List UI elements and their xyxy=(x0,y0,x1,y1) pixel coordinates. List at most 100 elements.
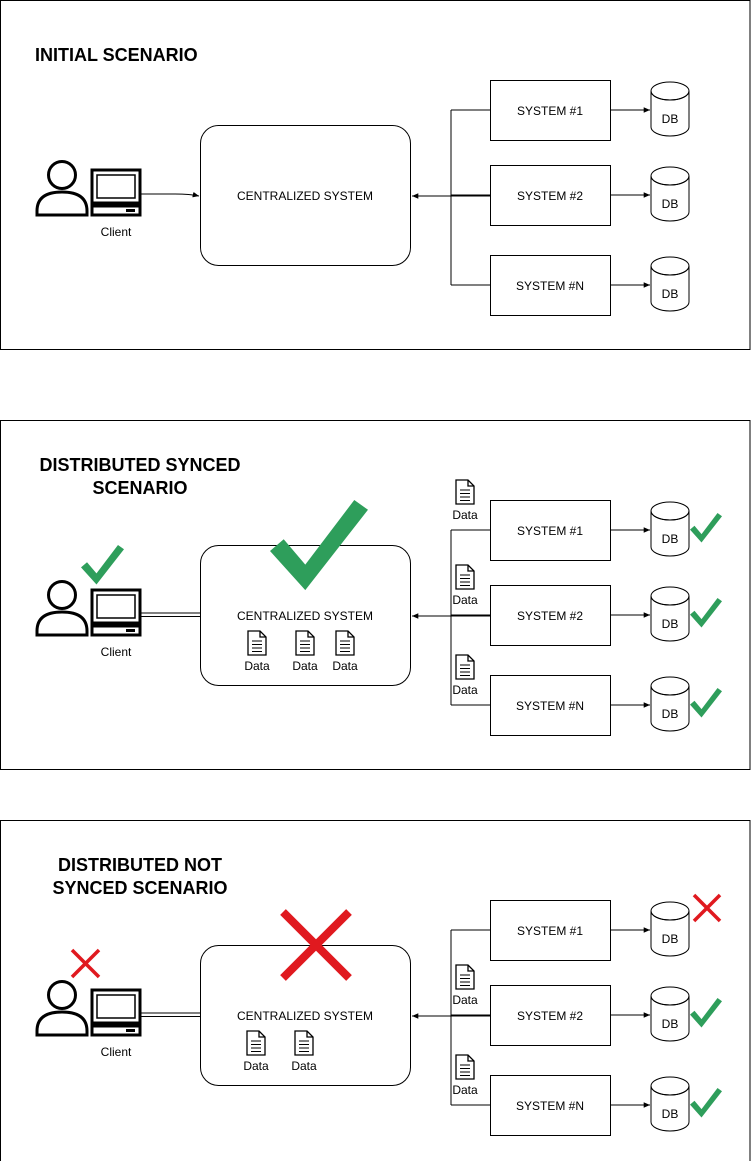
cross-stroke-icon xyxy=(70,948,101,979)
system-box-2[interactable] xyxy=(490,985,611,1046)
document-icon xyxy=(246,1030,266,1056)
centralized-system-label: CENTRALIZED SYSTEM xyxy=(237,189,373,203)
database-body-icon xyxy=(650,996,690,1042)
client-label: Client xyxy=(101,645,132,659)
system-row: SYSTEM #2 DB xyxy=(451,165,690,226)
monitor-screen-icon xyxy=(96,174,136,199)
person-body-icon xyxy=(35,610,89,637)
client-icon xyxy=(35,580,142,637)
database-label: DB xyxy=(662,1017,679,1031)
database-rim-icon xyxy=(650,685,690,696)
database-icon xyxy=(650,986,690,1042)
person-head-icon xyxy=(47,580,77,610)
check-icon xyxy=(81,545,124,585)
document-fold-icon xyxy=(347,631,354,638)
document-fold-icon xyxy=(306,1031,313,1038)
system-label: SYSTEM #1 xyxy=(517,524,583,538)
system-label: SYSTEM #N xyxy=(516,699,584,713)
system-label: SYSTEM #2 xyxy=(517,189,583,203)
document-fold-icon xyxy=(258,1031,265,1038)
document-fold-icon xyxy=(467,1055,474,1062)
scenario-panel: DISTRIBUTED SYNCEDSCENARIOClientCENTRALI… xyxy=(0,420,751,770)
panel-title: SCENARIO xyxy=(92,478,187,498)
database-body-icon xyxy=(650,91,690,137)
document-fold-icon xyxy=(307,631,314,638)
database-icon xyxy=(650,81,690,137)
system-label: SYSTEM #2 xyxy=(517,609,583,623)
monitor-screen-icon xyxy=(96,994,136,1019)
database-rim-icon xyxy=(650,1085,690,1096)
system-row: SYSTEM #1DB xyxy=(451,80,690,141)
client-label: Client xyxy=(101,1045,132,1059)
database-label: DB xyxy=(662,617,679,631)
cross-stroke-icon xyxy=(692,893,722,923)
database-rim-icon xyxy=(650,995,690,1006)
document-label: Data xyxy=(452,1083,478,1097)
document-label: Data xyxy=(291,1059,317,1073)
computer-drive-icon xyxy=(126,1029,135,1032)
database-rim-icon xyxy=(650,175,690,186)
database-label: DB xyxy=(662,1107,679,1121)
check-icon xyxy=(690,998,722,1028)
system-box-1[interactable] xyxy=(490,80,611,141)
computer-base-icon xyxy=(90,1024,142,1037)
computer-base-icon xyxy=(90,624,142,637)
client-icon xyxy=(35,980,142,1037)
computer-base-icon xyxy=(90,204,142,217)
document-label: Data xyxy=(332,659,358,673)
client-icon xyxy=(35,160,142,217)
system-box-1[interactable] xyxy=(490,500,611,561)
database-icon xyxy=(650,676,690,732)
database-body-icon xyxy=(650,511,690,557)
panel-title: DISTRIBUTED NOT xyxy=(58,855,222,875)
database-label: DB xyxy=(662,932,679,946)
check-icon xyxy=(690,598,722,628)
cross-stroke-icon xyxy=(280,909,352,981)
system-row: SYSTEM #1DB xyxy=(451,893,722,961)
document-fold-icon xyxy=(259,631,266,638)
document-label: Data xyxy=(452,993,478,1007)
database-rim-icon xyxy=(650,910,690,921)
person-head-icon xyxy=(47,160,77,190)
database-body-icon xyxy=(650,266,690,312)
centralized-system-label: CENTRALIZED SYSTEM xyxy=(237,1009,373,1023)
system-box-3[interactable] xyxy=(490,1075,611,1136)
cross-icon xyxy=(280,909,352,981)
check-icon xyxy=(690,1088,722,1118)
document-icon xyxy=(455,1054,475,1080)
database-icon xyxy=(650,586,690,642)
centralized-system-label: CENTRALIZED SYSTEM xyxy=(237,609,373,623)
database-label: DB xyxy=(662,707,679,721)
system-box-2[interactable] xyxy=(490,585,611,646)
document-icon xyxy=(455,479,475,505)
document-label: Data xyxy=(243,1059,269,1073)
system-box-2[interactable] xyxy=(490,165,611,226)
database-icon xyxy=(650,256,690,312)
database-rim-icon xyxy=(650,595,690,606)
document-label: Data xyxy=(292,659,318,673)
database-label: DB xyxy=(662,197,679,211)
check-icon xyxy=(690,513,722,543)
document-label: Data xyxy=(452,683,478,697)
database-rim-icon xyxy=(650,510,690,521)
document-icon xyxy=(247,630,267,656)
system-label: SYSTEM #N xyxy=(516,279,584,293)
system-box-3[interactable] xyxy=(490,255,611,316)
database-label: DB xyxy=(662,112,679,126)
system-row: SYSTEM #NDB xyxy=(451,255,690,316)
document-label: Data xyxy=(244,659,270,673)
centralized-system-box[interactable] xyxy=(200,125,411,266)
database-icon xyxy=(650,166,690,222)
database-icon xyxy=(650,901,690,957)
document-icon xyxy=(455,564,475,590)
document-label: Data xyxy=(452,508,478,522)
database-icon xyxy=(650,1076,690,1132)
cross-icon xyxy=(70,948,101,979)
person-body-icon xyxy=(35,190,89,217)
database-body-icon xyxy=(650,686,690,732)
